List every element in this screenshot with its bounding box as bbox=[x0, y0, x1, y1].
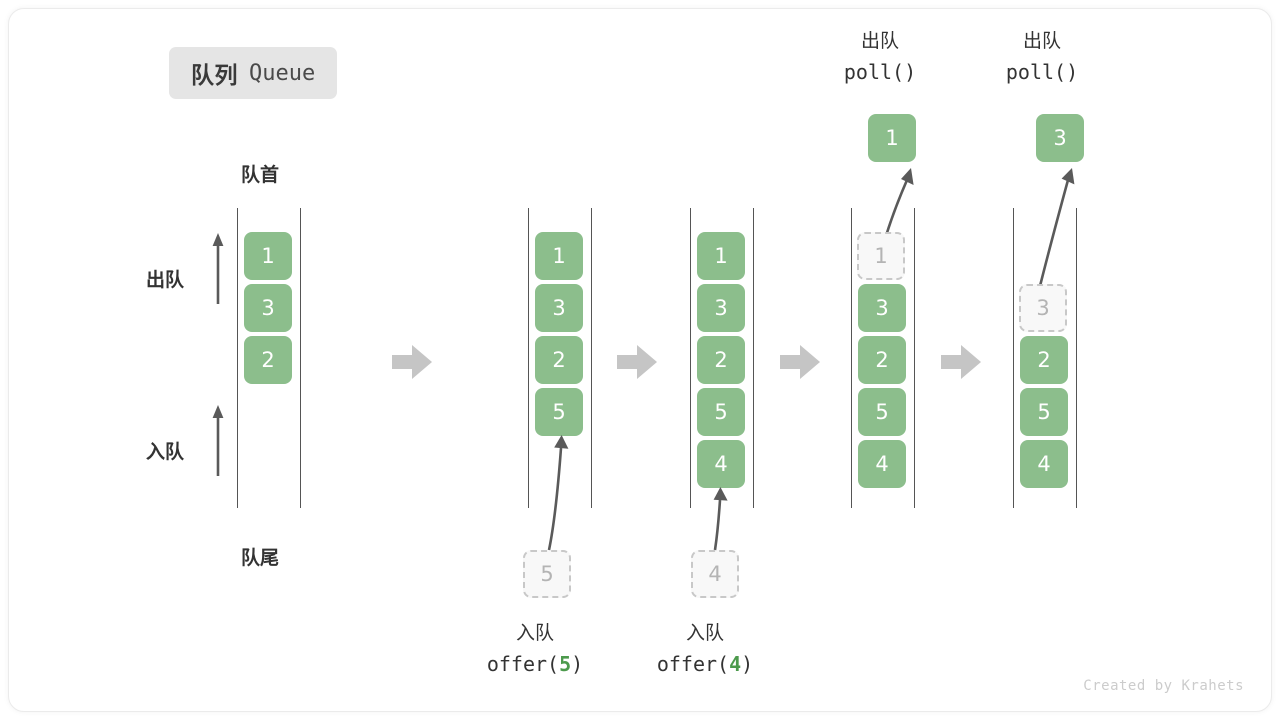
queue-cell: 3 bbox=[535, 284, 583, 332]
step-arrow-icon bbox=[392, 345, 432, 379]
enqueue-direction-label: 入队 bbox=[146, 442, 185, 463]
poll-1-arrow bbox=[884, 168, 914, 237]
rail-left bbox=[237, 208, 238, 508]
title-badge: 队列 Queue bbox=[169, 47, 338, 99]
offer-5-label-code: offer(5) bbox=[486, 651, 584, 676]
rail-left bbox=[851, 208, 852, 508]
poll-1-label-cn: 出队 bbox=[860, 31, 899, 52]
queue-cell: 5 bbox=[858, 388, 906, 436]
step-arrow-icon bbox=[941, 345, 981, 379]
queue-cell: 5 bbox=[697, 388, 745, 436]
queue-cell: 1 bbox=[697, 232, 745, 280]
poll-1-label: 出队 poll() bbox=[805, 28, 955, 87]
step-arrow-icon bbox=[780, 345, 820, 379]
incoming-ghost-cell: 4 bbox=[691, 550, 739, 598]
removed-ghost-cell: 1 bbox=[857, 232, 905, 280]
poll-2-arrow bbox=[1036, 168, 1075, 295]
polled-cell: 1 bbox=[868, 114, 916, 162]
queue-cell: 5 bbox=[1020, 388, 1068, 436]
title-english: Queue bbox=[249, 60, 316, 86]
queue-cell: 2 bbox=[697, 336, 745, 384]
queue-head-label: 队首 bbox=[241, 165, 280, 186]
queue-cell: 2 bbox=[1020, 336, 1068, 384]
poll-2-label: 出队 poll() bbox=[967, 28, 1117, 87]
queue-cell: 2 bbox=[858, 336, 906, 384]
rail-left bbox=[1013, 208, 1014, 508]
dequeue-direction-label: 出队 bbox=[146, 270, 185, 291]
poll-1-label-code: poll() bbox=[843, 59, 917, 84]
offer-4-label-code: offer(4) bbox=[656, 651, 754, 676]
offer-4-label-cn: 入队 bbox=[685, 623, 724, 644]
rail-right bbox=[914, 208, 915, 508]
queue-cell: 1 bbox=[244, 232, 292, 280]
step-arrow-icon bbox=[617, 345, 657, 379]
rail-right bbox=[753, 208, 754, 508]
queue-cell: 5 bbox=[535, 388, 583, 436]
watermark: Created by Krahets bbox=[1083, 678, 1244, 694]
incoming-ghost-cell: 5 bbox=[523, 550, 571, 598]
title-chinese: 队列 bbox=[191, 62, 238, 88]
dequeue-direction-arrow bbox=[212, 233, 224, 304]
removed-ghost-cell: 3 bbox=[1019, 284, 1067, 332]
queue-tail-label: 队尾 bbox=[241, 548, 280, 569]
queue-cell: 4 bbox=[1020, 440, 1068, 488]
queue-cell: 2 bbox=[244, 336, 292, 384]
rail-right bbox=[1076, 208, 1077, 508]
queue-cell: 3 bbox=[697, 284, 745, 332]
enqueue-direction-arrow bbox=[212, 405, 224, 476]
queue-cell: 2 bbox=[535, 336, 583, 384]
polled-cell: 3 bbox=[1036, 114, 1084, 162]
queue-cell: 3 bbox=[244, 284, 292, 332]
poll-2-label-cn: 出队 bbox=[1022, 31, 1061, 52]
rail-left bbox=[690, 208, 691, 508]
queue-cell: 4 bbox=[858, 440, 906, 488]
queue-cell: 3 bbox=[858, 284, 906, 332]
offer-5-label: 入队 offer(5) bbox=[455, 620, 615, 679]
queue-cell: 4 bbox=[697, 440, 745, 488]
offer-5-label-cn: 入队 bbox=[515, 623, 554, 644]
rail-right bbox=[591, 208, 592, 508]
rail-left bbox=[528, 208, 529, 508]
offer-5-arrow bbox=[547, 435, 569, 551]
offer-4-label: 入队 offer(4) bbox=[625, 620, 785, 679]
queue-cell: 1 bbox=[535, 232, 583, 280]
rail-right bbox=[300, 208, 301, 508]
poll-2-label-code: poll() bbox=[1005, 59, 1079, 84]
offer-4-arrow bbox=[713, 487, 728, 551]
